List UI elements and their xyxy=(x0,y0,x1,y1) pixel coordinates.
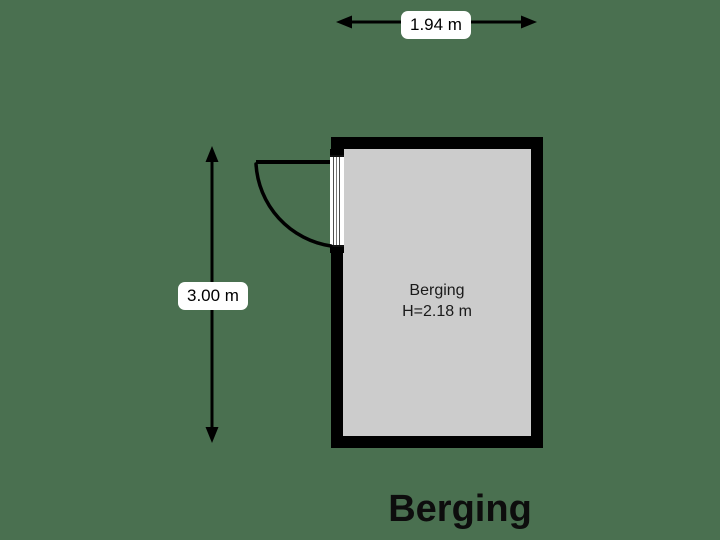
room-name-text: Berging xyxy=(409,282,465,299)
dimension-depth-arrow-bottom xyxy=(205,427,219,443)
dimension-width-label: 1.94 m xyxy=(401,11,471,39)
page-title: Berging xyxy=(388,488,532,530)
dimension-depth-arrow-top xyxy=(205,146,219,162)
room-floor-fill xyxy=(343,149,531,436)
dimension-width-arrow-right xyxy=(521,15,537,29)
door-frame-top xyxy=(330,149,344,155)
door-frame-bottom xyxy=(330,247,344,253)
door-swing-arc xyxy=(254,162,333,248)
dimension-depth-label: 3.00 m xyxy=(178,282,248,310)
door[interactable] xyxy=(254,149,344,253)
door-jamb-bottom xyxy=(330,245,344,247)
door-jamb-top xyxy=(330,155,344,157)
room-label: Berging H=2.18 m xyxy=(337,280,537,322)
room-height-text: H=2.18 m xyxy=(402,303,472,320)
room-shell xyxy=(331,137,543,448)
dimension-width-arrow-left xyxy=(336,15,352,29)
